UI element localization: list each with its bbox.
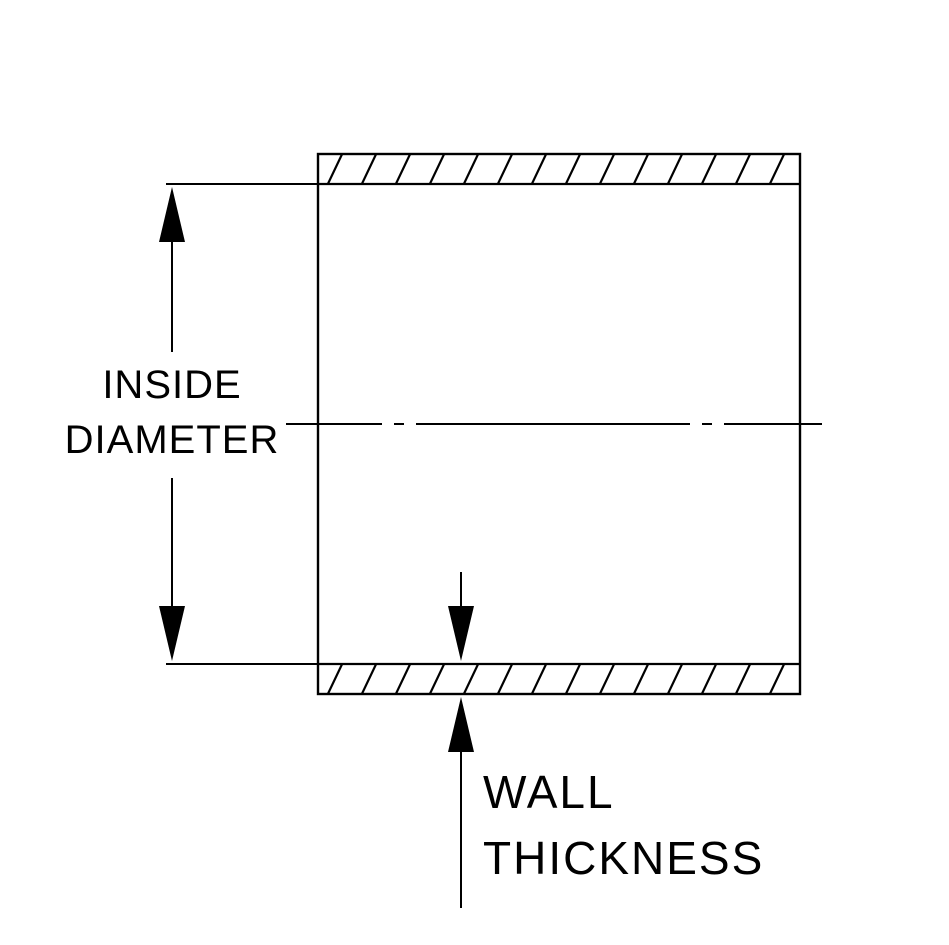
bottom-wall-section (318, 664, 800, 694)
wall-thickness-arrow-up-icon (448, 697, 474, 752)
wall-thickness-label-line2: THICKNESS (483, 832, 764, 884)
inside-diameter-arrow-down-icon (159, 606, 185, 661)
inside-diameter-arrow-up-icon (159, 187, 185, 242)
inside-diameter-label-line2: DIAMETER (65, 418, 280, 462)
wall-thickness-arrow-down-icon (448, 606, 474, 661)
inside-diameter-label-line1: INSIDE (102, 363, 241, 407)
top-wall-section (318, 154, 800, 184)
wall-thickness-label-line1: WALL (483, 766, 615, 818)
